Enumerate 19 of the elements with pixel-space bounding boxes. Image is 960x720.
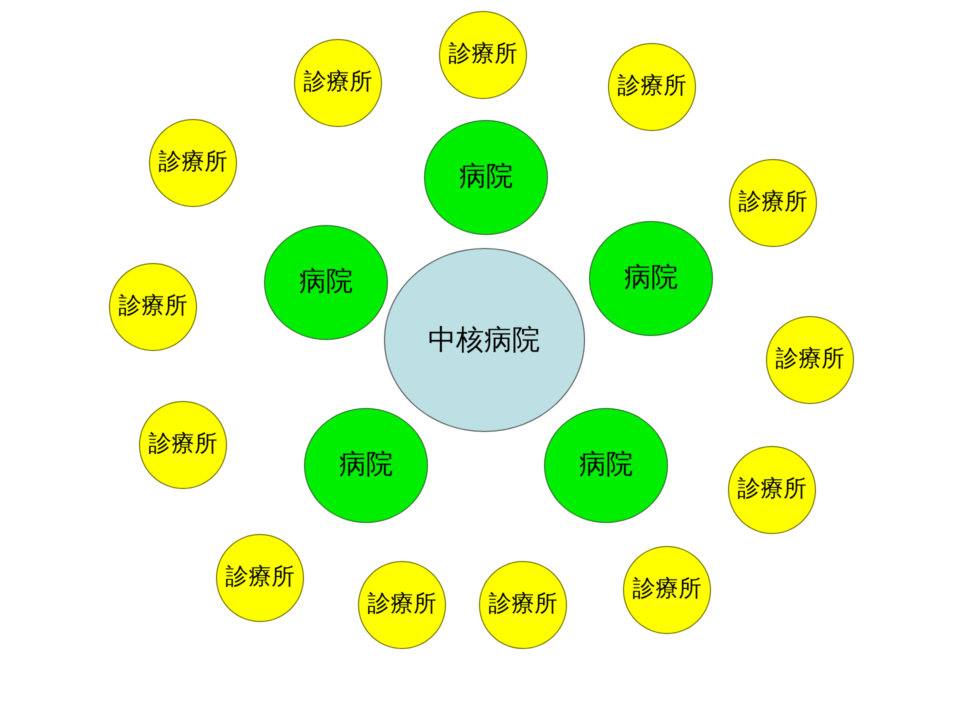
clinic-node: 診療所 xyxy=(729,159,817,247)
clinic-node: 診療所 xyxy=(728,446,816,534)
clinic-node: 診療所 xyxy=(139,401,227,489)
clinic-node: 診療所 xyxy=(623,546,711,634)
clinic-node: 診療所 xyxy=(766,316,854,404)
clinic-node: 診療所 xyxy=(109,263,197,351)
clinic-node: 診療所 xyxy=(358,561,446,649)
hospital-node: 病院 xyxy=(264,224,388,340)
core-hospital-node: 中核病院 xyxy=(384,248,584,432)
clinic-node: 診療所 xyxy=(479,561,567,649)
hospital-node: 病院 xyxy=(304,408,428,522)
clinic-node: 診療所 xyxy=(216,534,304,622)
clinic-node: 診療所 xyxy=(439,11,527,99)
clinic-node: 診療所 xyxy=(294,39,382,127)
hospital-node: 病院 xyxy=(424,120,548,234)
clinic-node: 診療所 xyxy=(149,119,237,207)
clinic-node: 診療所 xyxy=(608,43,696,131)
hospital-node: 病院 xyxy=(544,408,668,522)
hospital-node: 病院 xyxy=(589,220,713,336)
